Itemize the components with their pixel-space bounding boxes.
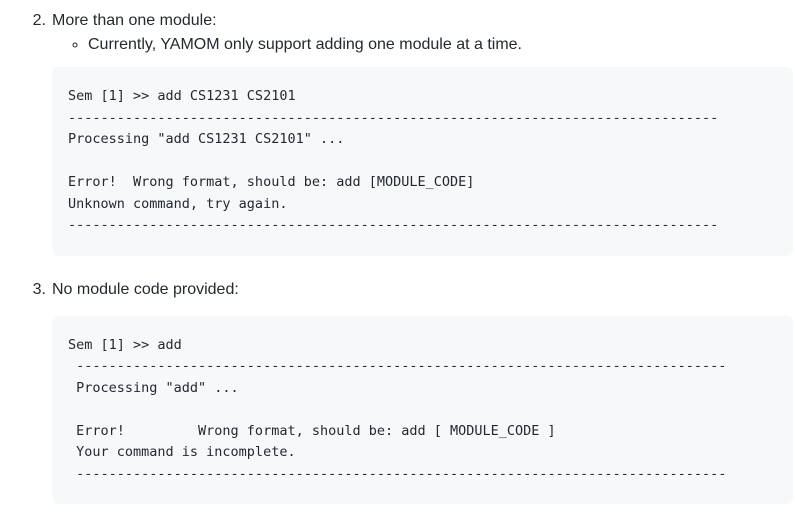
- note-text: Currently, YAMOM only support adding one…: [88, 36, 522, 53]
- list-number: 3.: [32, 280, 46, 298]
- list-item-body: More than one module: Currently, YAMOM o…: [46, 9, 793, 256]
- terminal-output-block: Sem [1] >> add CS1231 CS2101 -----------…: [52, 67, 793, 256]
- list-number: 2.: [32, 12, 46, 29]
- list-item-more-than-one-module: 2. More than one module: Currently, YAMO…: [30, 9, 793, 256]
- sub-bullet-list: Currently, YAMOM only support adding one…: [52, 33, 793, 57]
- list-item-no-module-code: 3. No module code provided: Sem [1] >> a…: [30, 278, 793, 504]
- item-title: No module code provided:: [52, 280, 239, 298]
- list-item-body: No module code provided: Sem [1] >> add …: [46, 278, 793, 504]
- terminal-output-block: Sem [1] >> add -------------------------…: [52, 315, 793, 504]
- item-title: More than one module:: [52, 12, 217, 29]
- documentation-page: 2. More than one module: Currently, YAMO…: [0, 0, 795, 504]
- sub-bullet-item: Currently, YAMOM only support adding one…: [88, 33, 793, 57]
